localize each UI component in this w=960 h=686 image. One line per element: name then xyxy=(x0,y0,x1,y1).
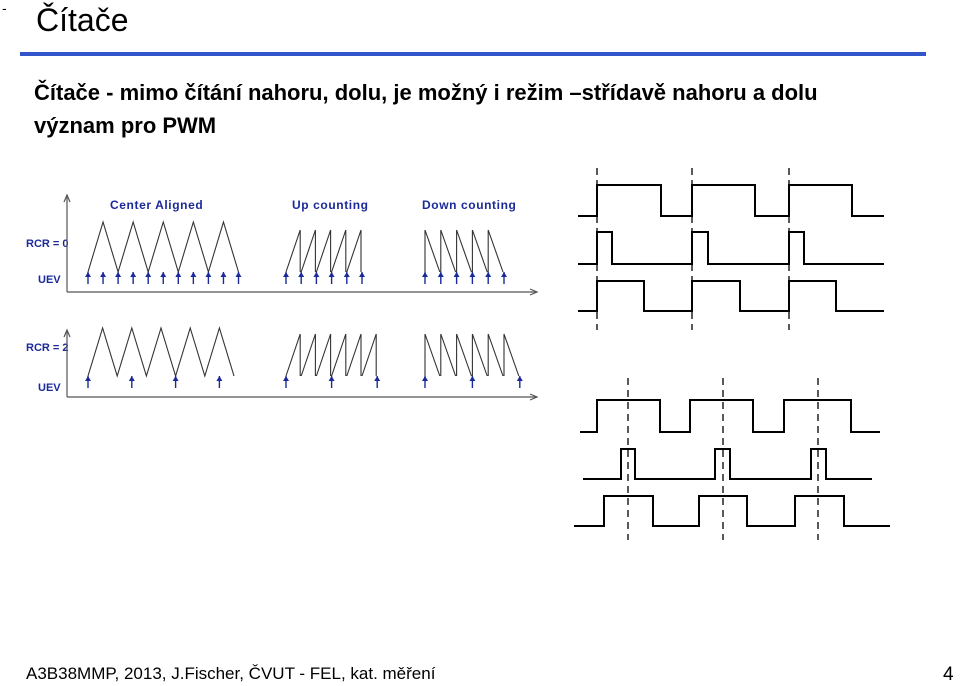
uev-arrow xyxy=(469,376,476,388)
uev-arrow xyxy=(145,272,152,284)
pwm-signal-2 xyxy=(578,231,884,265)
pwm-signal-1 xyxy=(578,184,884,217)
uev-arrow xyxy=(128,376,135,388)
uev-arrow xyxy=(115,272,122,284)
up-counting-wave-rcr0 xyxy=(285,229,362,273)
uev-arrow xyxy=(328,272,335,284)
uev-arrow xyxy=(343,272,350,284)
uev-arrow xyxy=(469,272,476,284)
uev-arrow xyxy=(190,272,197,284)
uev-arrows xyxy=(85,272,523,388)
uev-arrow xyxy=(298,272,305,284)
rcr0-label: RCR = 0 xyxy=(26,238,69,250)
x-axis-arrowhead xyxy=(529,393,539,401)
uev-arrow xyxy=(374,376,381,388)
x-axis-arrowhead xyxy=(529,288,539,296)
uev-arrow xyxy=(422,272,428,284)
pwm-timing-diagrams xyxy=(574,184,890,527)
pwm-signal-5 xyxy=(583,448,872,480)
y-axis-arrowhead xyxy=(63,328,71,338)
uev-arrow xyxy=(283,376,289,388)
uev-arrow xyxy=(235,272,242,284)
uev-label-bottom: UEV xyxy=(38,382,61,394)
footer-text: A3B38MMP, 2013, J.Fischer, ČVUT - FEL, k… xyxy=(26,664,436,683)
description-line-1: Čítače - mimo čítání nahoru, dolu, je mo… xyxy=(34,80,818,105)
uev-arrow xyxy=(160,272,167,284)
uev-arrow xyxy=(501,272,507,284)
uev-label-top: UEV xyxy=(38,274,61,286)
title-underline xyxy=(20,52,926,56)
center-aligned-wave-rcr2 xyxy=(87,326,235,378)
mode-label-up-counting: Up counting xyxy=(292,198,369,212)
bullet-marker: - xyxy=(2,0,7,16)
down-counting-wave-rcr0 xyxy=(424,229,504,273)
uev-arrow xyxy=(130,272,137,284)
uev-arrow xyxy=(485,272,492,284)
uev-arrow xyxy=(437,272,444,284)
slide-title: Čítače xyxy=(36,2,129,38)
uev-arrow xyxy=(85,376,91,388)
uev-arrow xyxy=(313,272,320,284)
uev-arrow xyxy=(283,272,289,284)
uev-arrow xyxy=(359,272,365,284)
mode-label-down-counting: Down counting xyxy=(422,198,516,212)
uev-arrow xyxy=(172,376,179,388)
pwm-dashed-markers xyxy=(596,168,819,540)
uev-arrow xyxy=(100,272,107,284)
axes xyxy=(63,193,539,401)
uev-arrow xyxy=(205,272,212,284)
uev-arrow xyxy=(516,376,523,388)
description-line-2: význam pro PWM xyxy=(34,113,217,138)
uev-arrow xyxy=(453,272,460,284)
pwm-signal-4 xyxy=(580,399,880,433)
mode-label-center-aligned: Center Aligned xyxy=(110,198,203,212)
uev-arrow xyxy=(220,272,227,284)
uev-arrow xyxy=(422,376,428,388)
counter-waveforms xyxy=(87,220,520,378)
up-counting-wave-rcr2 xyxy=(285,333,377,377)
uev-arrow xyxy=(328,376,335,388)
page-number: 4 xyxy=(943,664,954,685)
center-aligned-wave-rcr0 xyxy=(87,220,240,274)
down-counting-wave-rcr2 xyxy=(424,333,520,377)
uev-arrow xyxy=(85,272,91,284)
pwm-signal-3 xyxy=(578,280,884,312)
pwm-signal-6 xyxy=(574,495,890,527)
y-axis-arrowhead xyxy=(63,193,71,203)
uev-arrow xyxy=(216,376,223,388)
uev-arrow xyxy=(175,272,182,284)
rcr2-label: RCR = 2 xyxy=(26,342,69,354)
